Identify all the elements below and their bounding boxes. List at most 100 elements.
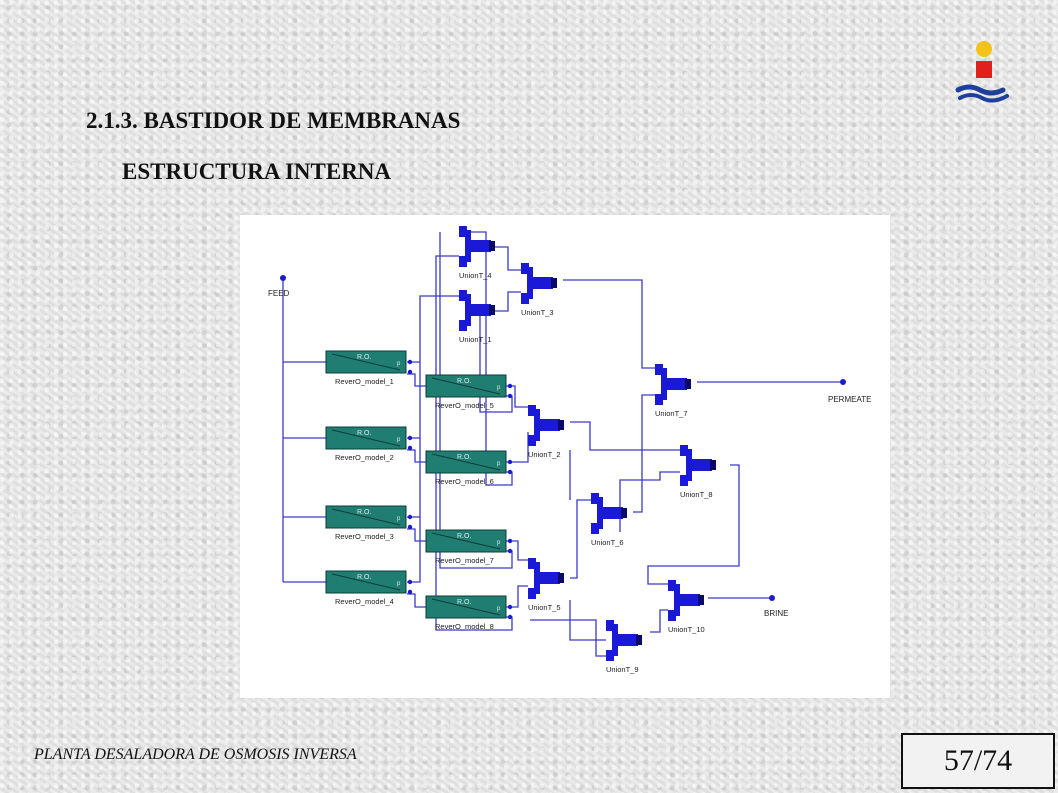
union-body xyxy=(538,572,560,584)
union-outlet xyxy=(710,460,716,470)
ro-membrane-line xyxy=(331,429,401,447)
pipe xyxy=(407,373,426,387)
ro-port xyxy=(507,548,513,554)
union-block: UnionT_9 xyxy=(606,620,642,674)
union-body xyxy=(531,277,553,289)
pipe xyxy=(407,295,459,363)
union-block: UnionT_5 xyxy=(528,558,564,612)
subtitle: ESTRUCTURA INTERNA xyxy=(122,159,392,184)
union-inlet xyxy=(459,290,467,301)
ro-inner-label: R.O. xyxy=(457,533,471,540)
union-label: UnionT_9 xyxy=(606,665,639,674)
union-outlet xyxy=(558,573,564,583)
pipe xyxy=(407,528,426,542)
ro-port-label: p xyxy=(397,437,401,443)
pipe xyxy=(407,593,426,608)
union-outlet xyxy=(489,305,495,315)
union-label: UnionT_2 xyxy=(528,450,561,459)
ro-port xyxy=(407,435,413,441)
ro-inner-label: R.O. xyxy=(357,574,371,581)
pipe xyxy=(407,449,426,463)
union-label: UnionT_1 xyxy=(459,335,492,344)
pipe xyxy=(530,619,606,657)
ro-module-label: ReverO_model_1 xyxy=(335,377,394,386)
ro-port xyxy=(407,445,413,451)
union-label: UnionT_6 xyxy=(591,538,624,547)
ro-port xyxy=(507,538,513,544)
ro-port-label: p xyxy=(497,606,501,612)
union-block: UnionT_3 xyxy=(521,263,557,317)
union-outlet xyxy=(685,379,691,389)
ro-inner-label: R.O. xyxy=(357,430,371,437)
ro-membrane-line xyxy=(431,453,501,471)
union-inlet xyxy=(528,558,536,569)
diagram-svg: FEED PERMEATE BRINE R.O.pReverO_model_1R… xyxy=(268,226,871,674)
union-block: UnionT_10 xyxy=(668,580,705,634)
union-label: UnionT_8 xyxy=(680,490,713,499)
union-label: UnionT_7 xyxy=(655,409,688,418)
union-spine xyxy=(597,497,603,529)
union-inlet xyxy=(459,256,467,267)
ro-membrane-line xyxy=(431,377,501,395)
ro-modules: R.O.pReverO_model_1R.O.pReverO_model_2R.… xyxy=(325,350,513,631)
union-spine xyxy=(612,624,618,656)
ro-port xyxy=(407,589,413,595)
brine-terminal xyxy=(769,595,775,601)
ro-port xyxy=(507,604,513,610)
ro-module-label: ReverO_model_2 xyxy=(335,453,394,462)
union-label: UnionT_5 xyxy=(528,603,561,612)
brine-label: BRINE xyxy=(764,609,788,618)
union-inlet xyxy=(606,620,614,631)
ro-port xyxy=(407,369,413,375)
ro-port xyxy=(407,579,413,585)
ro-inner-label: R.O. xyxy=(357,354,371,361)
pipe xyxy=(505,432,529,463)
union-outlet xyxy=(698,595,704,605)
union-inlet xyxy=(591,523,599,534)
union-body xyxy=(469,240,491,252)
permeate-label: PERMEATE xyxy=(828,395,871,404)
union-inlet xyxy=(680,445,688,456)
union-block: UnionT_1 xyxy=(459,290,495,344)
union-spine xyxy=(534,562,540,594)
ro-inner-label: R.O. xyxy=(357,509,371,516)
union-outlet xyxy=(551,278,557,288)
ro-membrane-line xyxy=(331,573,401,591)
union-spine xyxy=(686,449,692,481)
union-body xyxy=(678,594,700,606)
pipe xyxy=(459,231,513,486)
pipe xyxy=(505,585,528,608)
union-inlet xyxy=(459,320,467,331)
union-inlet xyxy=(680,475,688,486)
feed-terminal xyxy=(280,275,286,281)
ro-module-label: ReverO_model_6 xyxy=(435,477,494,486)
ro-port xyxy=(507,614,513,620)
ro-port xyxy=(507,393,513,399)
ro-membrane-line xyxy=(431,532,501,550)
pipe xyxy=(570,499,591,579)
union-inlet xyxy=(668,580,676,591)
pipe xyxy=(633,394,655,513)
union-inlet xyxy=(528,588,536,599)
union-outlet xyxy=(636,635,642,645)
union-inlet xyxy=(521,263,529,274)
pipe xyxy=(570,421,680,451)
union-blocks: UnionT_1UnionT_2UnionT_3UnionT_4UnionT_5… xyxy=(459,226,716,674)
ro-port-label: p xyxy=(497,461,501,467)
union-body xyxy=(690,459,712,471)
union-label: UnionT_3 xyxy=(521,308,554,317)
union-spine xyxy=(534,409,540,441)
union-outlet xyxy=(621,508,627,518)
ro-module-label: ReverO_model_3 xyxy=(335,532,394,541)
ro-port-label: p xyxy=(397,581,401,587)
pipe xyxy=(494,246,521,271)
union-inlet xyxy=(606,650,614,661)
ro-membrane-line xyxy=(431,598,501,616)
union-block: UnionT_2 xyxy=(528,405,564,459)
ro-membrane-line xyxy=(331,508,401,526)
ro-module-label: ReverO_model_8 xyxy=(435,622,494,631)
